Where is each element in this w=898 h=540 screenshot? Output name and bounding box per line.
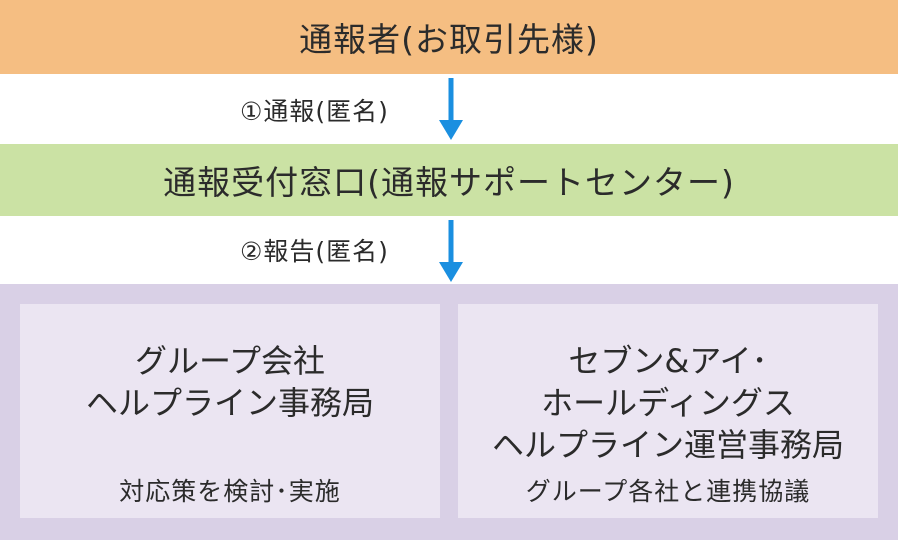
- reception-desk-label: 通報受付窓口(通報サポートセンター): [163, 163, 735, 202]
- helpline-panel: グループ会社 ヘルプライン事務局 対応策を検討･実施 セブン&アイ･ ホールディ…: [0, 284, 898, 540]
- holdings-helpline-note: グループ各社と連携協議: [525, 477, 811, 506]
- title-line: ヘルプライン事務局: [85, 384, 374, 422]
- holdings-helpline-title: セブン&アイ･ ホールディングス ヘルプライン運営事務局: [458, 340, 878, 466]
- arrow-down-icon: [439, 220, 463, 282]
- step2-label: ②報告(匿名): [240, 237, 389, 266]
- reporter-label: 通報者(お取引先様): [299, 20, 599, 59]
- group-company-helpline-note: 対応策を検討･実施: [119, 477, 341, 506]
- group-company-helpline-box: グループ会社 ヘルプライン事務局 対応策を検討･実施: [20, 304, 440, 518]
- group-company-helpline-title: グループ会社 ヘルプライン事務局: [20, 340, 440, 424]
- step1-label: ①通報(匿名): [240, 97, 389, 126]
- title-line: ホールディングス: [541, 384, 795, 422]
- title-line: グループ会社: [134, 342, 326, 380]
- reporter-band: 通報者(お取引先様): [0, 0, 898, 74]
- arrow-down-icon: [439, 78, 463, 140]
- reception-desk-band: 通報受付窓口(通報サポートセンター): [0, 144, 898, 216]
- title-line: セブン&アイ･: [568, 342, 768, 380]
- holdings-helpline-box: セブン&アイ･ ホールディングス ヘルプライン運営事務局 グループ各社と連携協議: [458, 304, 878, 518]
- title-line: ヘルプライン運営事務局: [491, 426, 844, 464]
